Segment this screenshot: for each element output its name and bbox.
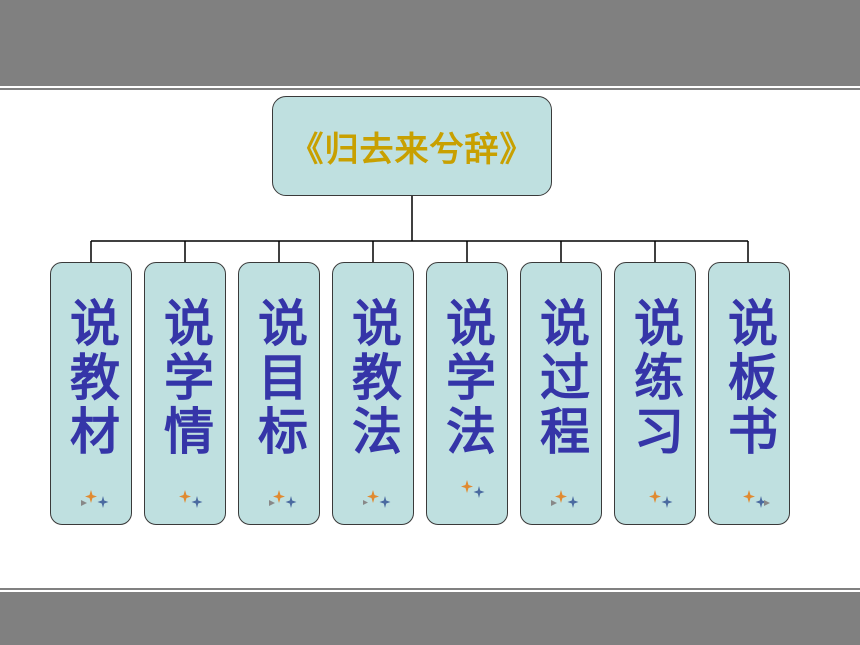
sparkle-icon — [551, 490, 579, 508]
child-label: 说目标 — [250, 297, 308, 459]
sparkle-icon — [81, 490, 109, 508]
sparkle-icon — [461, 480, 485, 498]
sparkle-icon — [179, 490, 203, 508]
child-label: 说板书 — [720, 297, 778, 459]
child-label: 说过程 — [532, 297, 590, 459]
sparkle-icon — [743, 490, 770, 508]
sparkle-icon — [649, 490, 673, 508]
child-node-2: 说学情 — [144, 262, 226, 525]
child-node-5: 说学法 — [426, 262, 508, 525]
top-band — [0, 0, 860, 86]
child-node-4: 说教法 — [332, 262, 414, 525]
bottom-band — [0, 592, 860, 645]
child-node-3: 说目标 — [238, 262, 320, 525]
top-divider — [0, 88, 860, 90]
child-node-1: 说教材 — [50, 262, 132, 525]
child-label: 说学法 — [438, 297, 496, 459]
child-label: 说练习 — [626, 297, 684, 459]
child-node-8: 说板书 — [708, 262, 790, 525]
root-node: 《归去来兮辞》 — [272, 96, 552, 196]
child-node-6: 说过程 — [520, 262, 602, 525]
sparkle-icon — [269, 490, 297, 508]
child-label: 说学情 — [156, 297, 214, 459]
root-title: 《归去来兮辞》 — [289, 129, 535, 170]
child-node-7: 说练习 — [614, 262, 696, 525]
bottom-divider — [0, 588, 860, 590]
child-label: 说教材 — [62, 297, 120, 459]
child-label: 说教法 — [344, 297, 402, 459]
sparkle-icon — [363, 490, 391, 508]
